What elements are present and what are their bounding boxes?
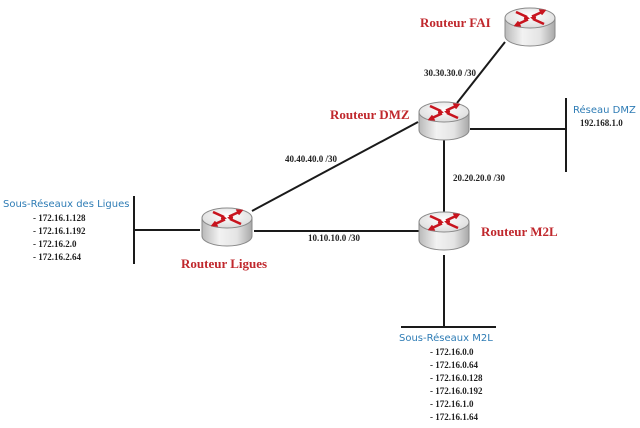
router-icon: [417, 100, 471, 142]
link-dmz-ligues: [251, 121, 419, 212]
link-ligues-m2l-label: 10.10.10.0 /30: [308, 233, 361, 243]
router-dmz[interactable]: [417, 100, 471, 142]
link-fai-dmz: [456, 41, 506, 104]
router-dmz-label: Routeur DMZ: [330, 107, 410, 122]
ligues-network-item: - 172.16.1.128: [33, 213, 86, 223]
m2l-network-item: - 172.16.0.64: [430, 360, 478, 370]
m2l-network-item: - 172.16.0.192: [430, 386, 483, 396]
dmz-network-item: 192.168.1.0: [580, 118, 623, 128]
ligues-network-item: - 172.16.2.64: [33, 252, 81, 262]
link-fai-dmz-label: 30.30.30.0 /30: [424, 68, 477, 78]
router-m2l[interactable]: [417, 210, 471, 252]
ligues-network-item: - 172.16.1.192: [33, 226, 86, 236]
ligues-network-item: - 172.16.2.0: [33, 239, 77, 249]
link-dmz-m2l-label: 20.20.20.0 /30: [453, 173, 506, 183]
router-icon: [417, 210, 471, 252]
m2l-network-item: - 172.16.1.64: [430, 412, 478, 422]
m2l-network-item: - 172.16.0.0: [430, 347, 474, 357]
router-fai-label: Routeur FAI: [420, 15, 491, 30]
link-dmz-ligues-label: 40.40.40.0 /30: [285, 154, 338, 164]
m2l-network-title: Sous-Réseaux M2L: [399, 332, 493, 344]
dmz-network-title: Réseau DMZ: [573, 104, 636, 116]
router-ligues[interactable]: [200, 206, 254, 248]
router-fai[interactable]: [503, 6, 557, 48]
m2l-network-item: - 172.16.1.0: [430, 399, 474, 409]
router-m2l-label: Routeur M2L: [481, 224, 558, 239]
router-ligues-label: Routeur Ligues: [181, 256, 267, 271]
m2l-network-item: - 172.16.0.128: [430, 373, 483, 383]
ligues-network-title: Sous-Réseaux des Ligues: [3, 198, 129, 210]
router-icon: [503, 6, 557, 48]
router-icon: [200, 206, 254, 248]
